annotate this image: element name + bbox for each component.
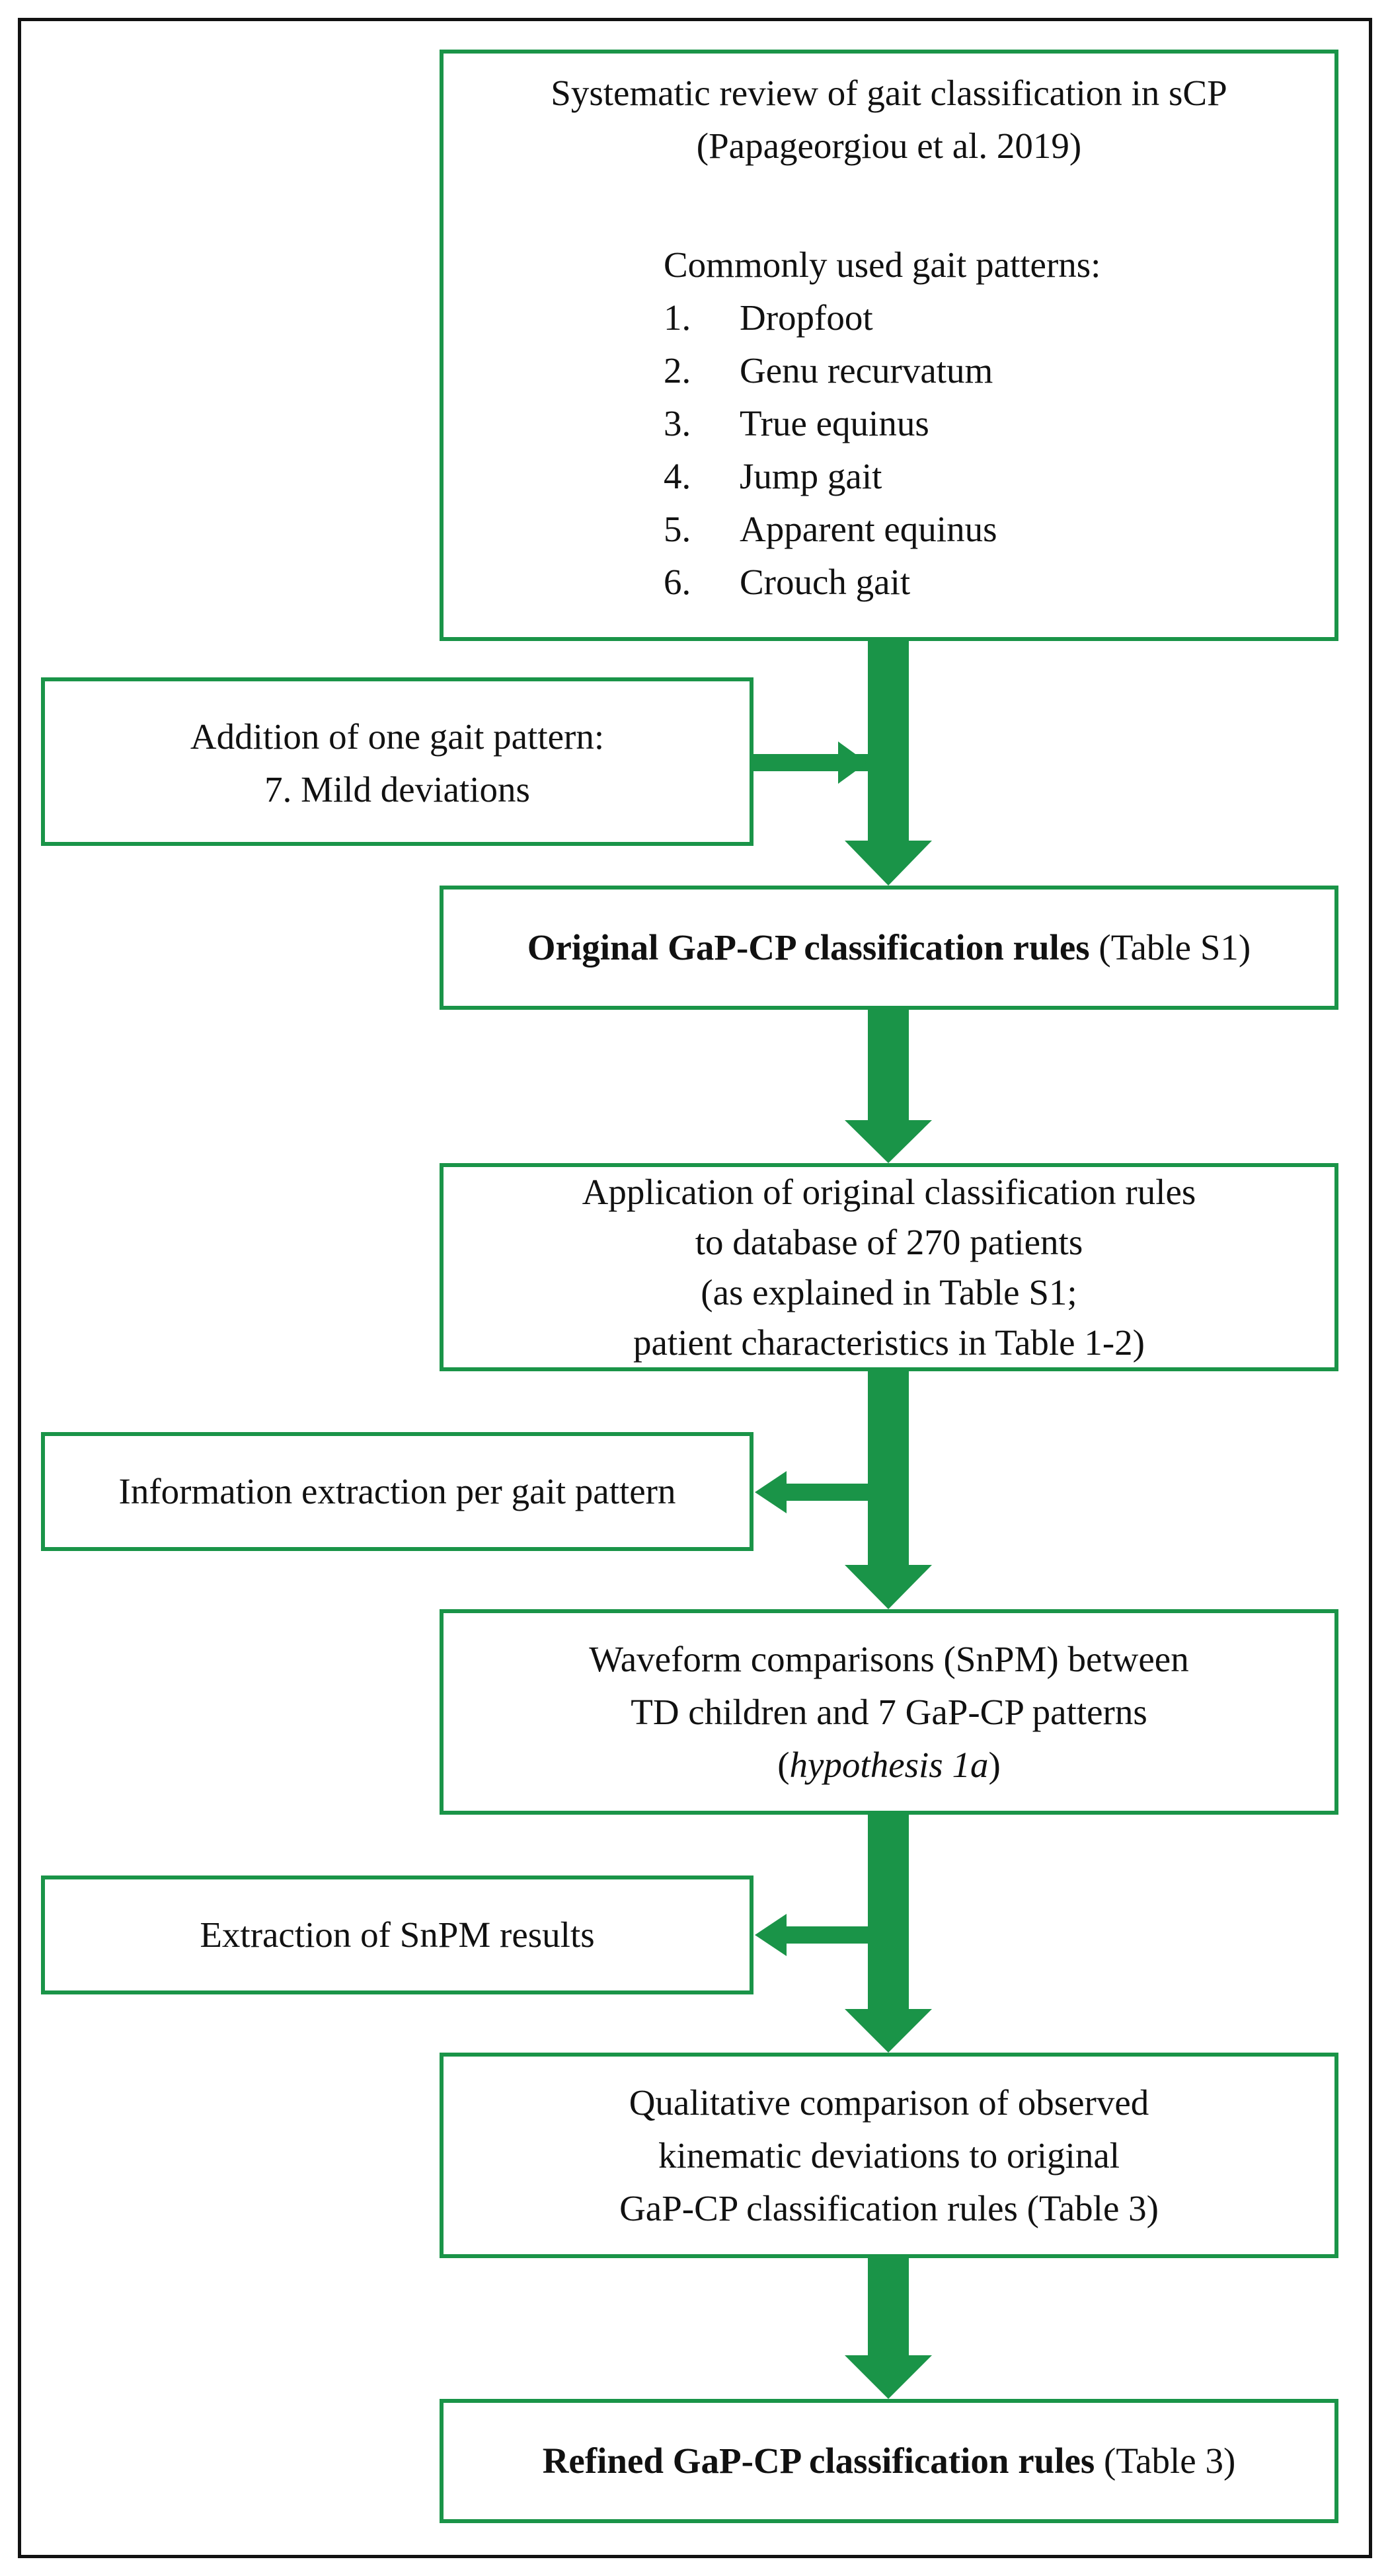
side2-line1: Information extraction per gait pattern	[118, 1471, 676, 1511]
side1-line2: 7. Mild deviations	[264, 769, 530, 810]
arrow-4-shaft	[868, 1815, 909, 2012]
box-original-rules: Original GaP-CP classification rules (Ta…	[440, 886, 1338, 1010]
box-waveform-comparisons: Waveform comparisons (SnPM) between TD c…	[440, 1609, 1338, 1815]
arrow-2-head	[845, 1120, 932, 1163]
gait-pattern-item: 4.Jump gait	[664, 456, 882, 496]
box-information-extraction: Information extraction per gait pattern	[41, 1432, 753, 1551]
box3-line4: patient characteristics in Table 1-2)	[633, 1322, 1145, 1363]
box6-text: Refined GaP-CP classification rules (Tab…	[542, 2441, 1236, 2481]
box3-line1: Application of original classification r…	[582, 1172, 1196, 1212]
arrow-3-shaft	[868, 1371, 909, 1566]
box-snpm-extraction: Extraction of SnPM results	[41, 1875, 753, 1994]
arrow-5-shaft	[868, 2258, 909, 2357]
box1-title-line1: Systematic review of gait classification…	[551, 73, 1227, 113]
box-application-rules: Application of original classification r…	[440, 1163, 1338, 1371]
arrow-1-head	[845, 841, 932, 886]
box-addition-gait-pattern: Addition of one gait pattern: 7. Mild de…	[41, 677, 753, 846]
side1-line1: Addition of one gait pattern:	[190, 716, 605, 757]
box4-line1: Waveform comparisons (SnPM) between	[589, 1639, 1189, 1679]
diagram-frame	[18, 18, 1372, 2558]
arrow-1-shaft	[868, 641, 909, 843]
box5-line1: Qualitative comparison of observed	[629, 2082, 1149, 2123]
box3-line2: to database of 270 patients	[695, 1222, 1083, 1262]
box2-text: Original GaP-CP classification rules (Ta…	[527, 927, 1251, 967]
gait-pattern-item: 3.True equinus	[664, 403, 929, 443]
box1-title-line2: (Papageorgiou et al. 2019)	[696, 126, 1082, 166]
box-refined-rules: Refined GaP-CP classification rules (Tab…	[440, 2399, 1338, 2523]
arrow-side2-shaft	[783, 1484, 876, 1501]
box5-line2: kinematic deviations to original	[658, 2135, 1120, 2176]
arrow-2-shaft	[868, 1010, 909, 1122]
gait-pattern-item: 6.Crouch gait	[664, 562, 911, 602]
arrow-side2-head	[755, 1471, 787, 1513]
gait-pattern-item: 2.Genu recurvatum	[664, 350, 993, 391]
box4-line2: TD children and 7 GaP-CP patterns	[631, 1692, 1147, 1732]
arrow-3-head	[845, 1565, 932, 1609]
arrow-4-head	[845, 2009, 932, 2053]
gait-pattern-item: 1.Dropfoot	[664, 297, 873, 338]
side3-line1: Extraction of SnPM results	[200, 1914, 595, 1955]
gait-pattern-item: 5.Apparent equinus	[664, 509, 997, 549]
arrow-side3-head	[755, 1914, 787, 1956]
arrow-side3-shaft	[783, 1926, 876, 1944]
box-qualitative-comparison: Qualitative comparison of observed kinem…	[440, 2053, 1338, 2258]
arrow-side1-head	[838, 741, 867, 784]
arrow-5-head	[845, 2355, 932, 2399]
box3-line3: (as explained in Table S1;	[701, 1272, 1077, 1312]
box4-line3: (hypothesis 1a)	[777, 1745, 1001, 1785]
gait-patterns-heading: Commonly used gait patterns:	[664, 245, 1101, 285]
box-systematic-review: Systematic review of gait classification…	[440, 50, 1338, 641]
box5-line3: GaP-CP classification rules (Table 3)	[619, 2188, 1159, 2228]
